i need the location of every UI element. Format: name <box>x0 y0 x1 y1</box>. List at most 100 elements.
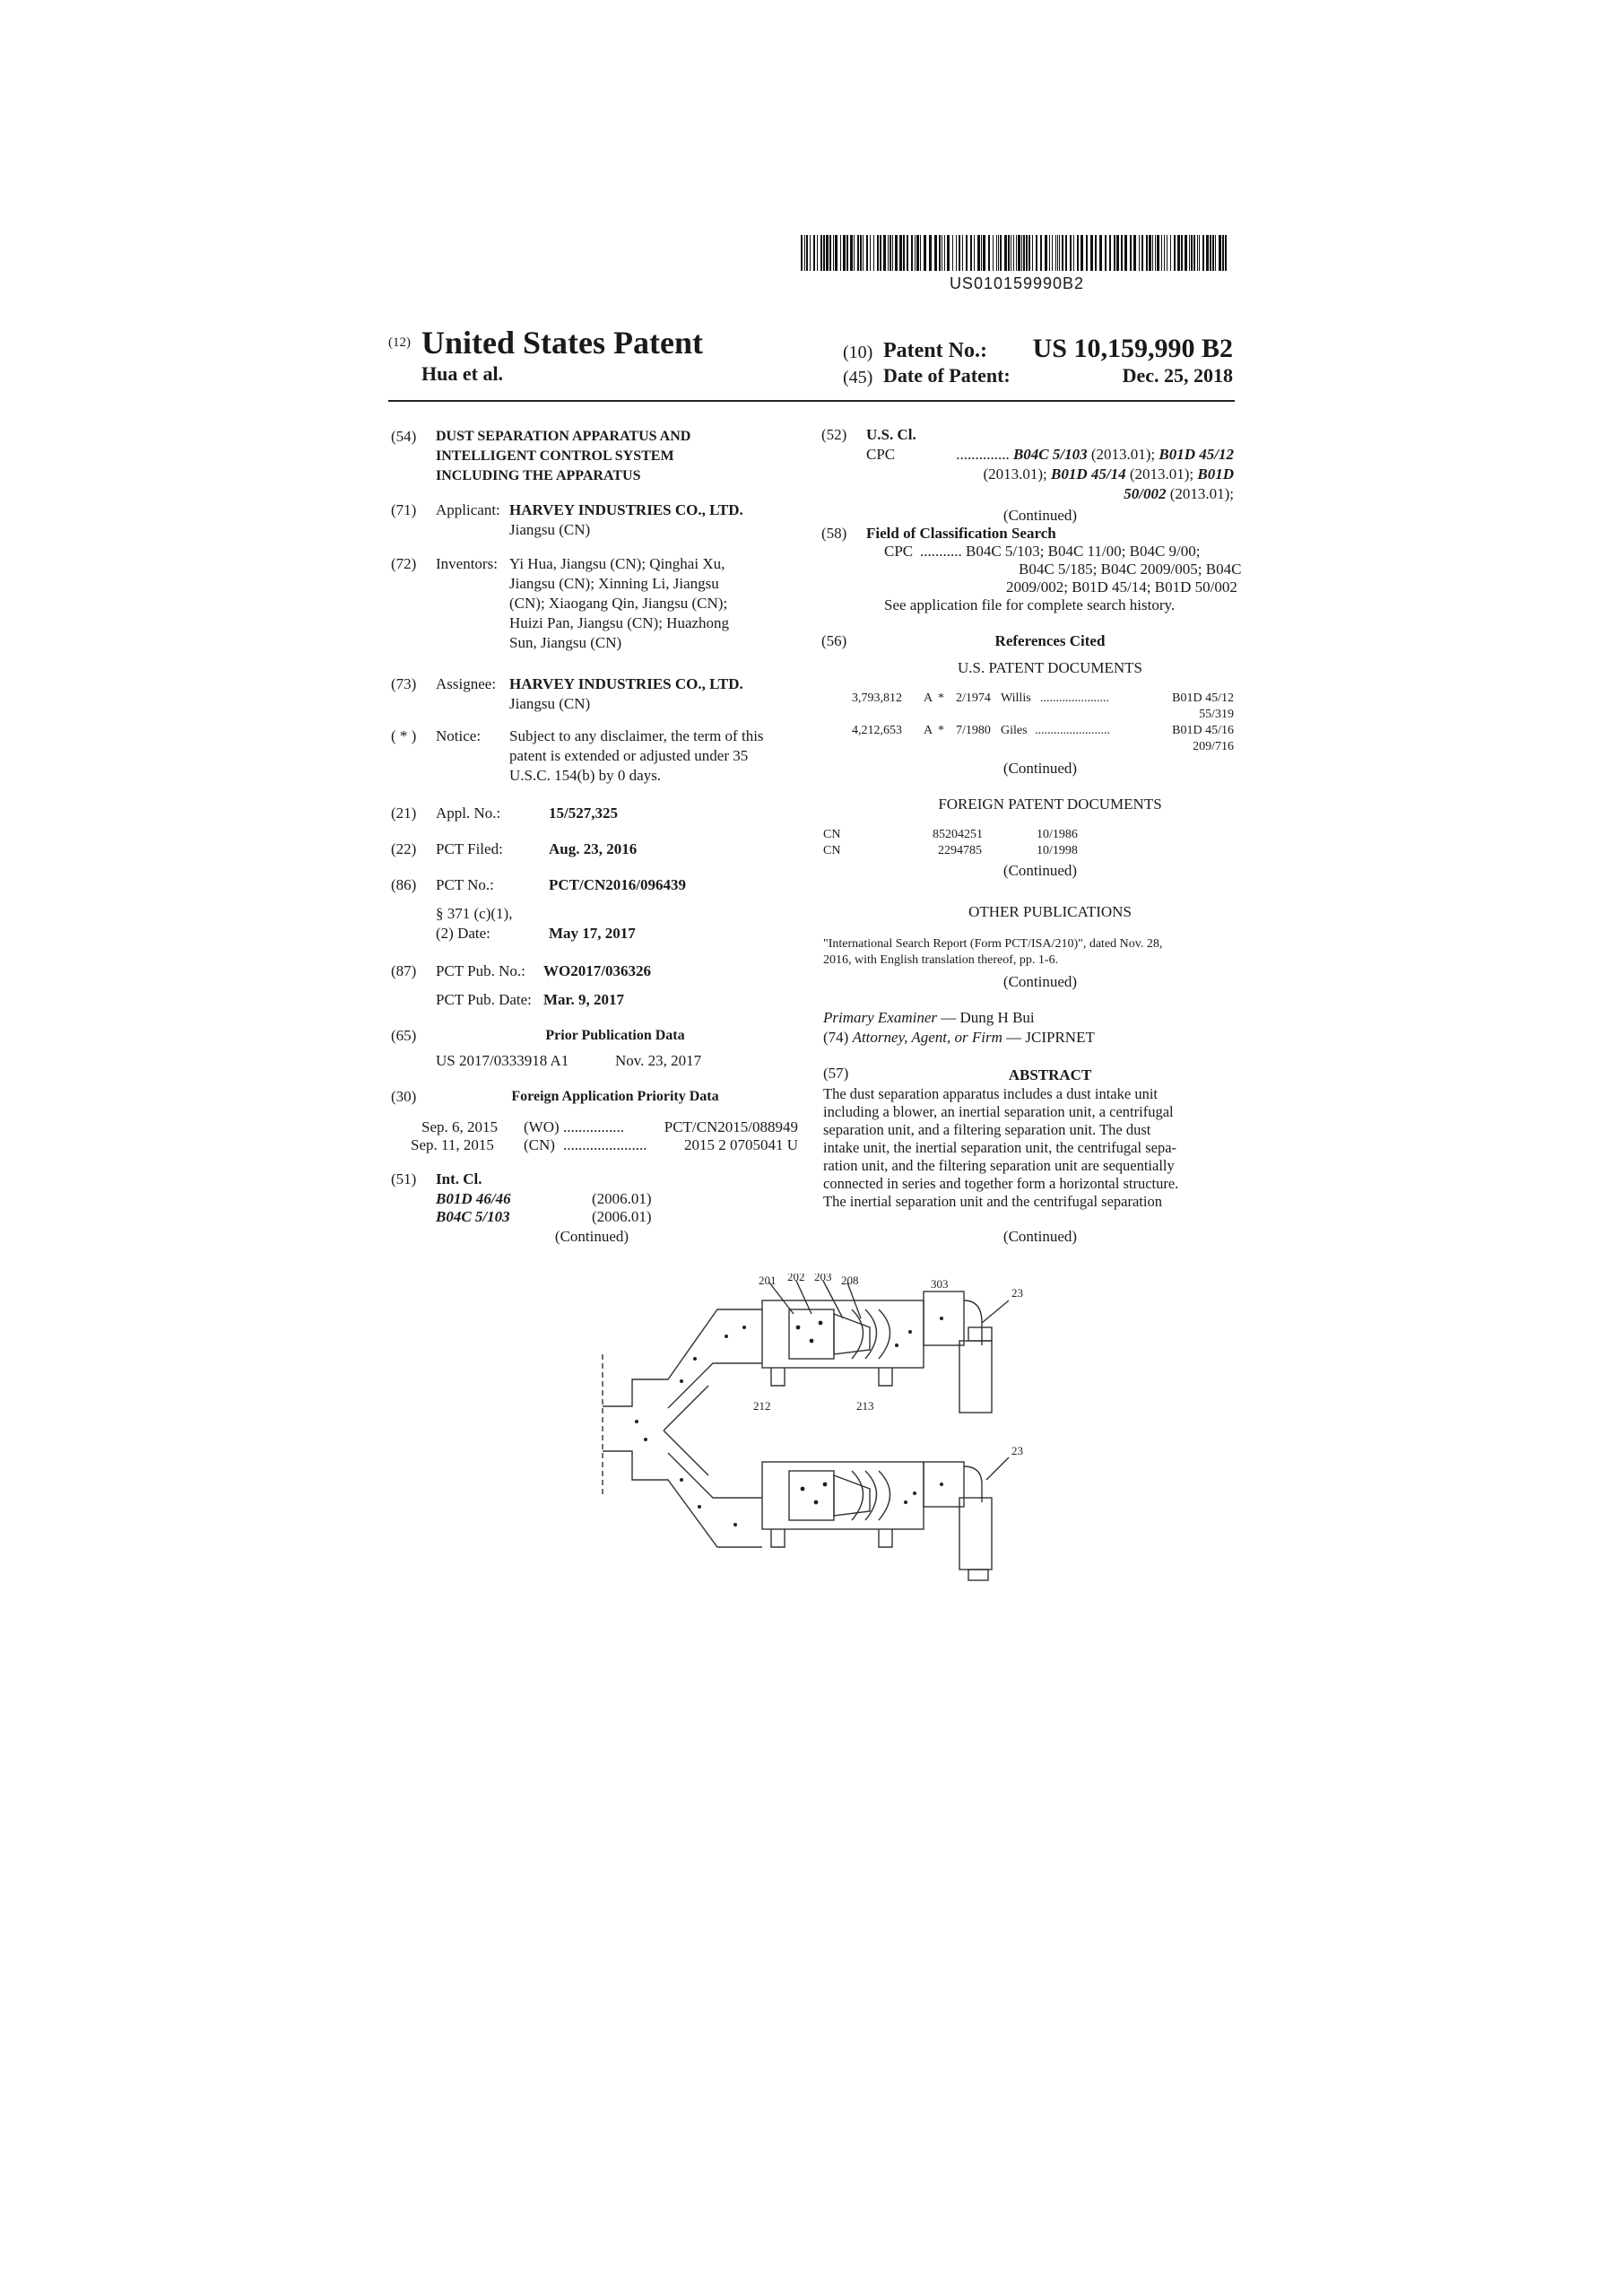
field-code-10: (10) <box>843 343 873 362</box>
prior-publication-date: Nov. 23, 2017 <box>615 1052 702 1069</box>
pct-no-label: PCT No.: <box>436 876 494 893</box>
us-ref-1-star: * <box>938 691 944 705</box>
barcode-bar <box>1073 235 1074 271</box>
us-cl-date-2: (2013.01); <box>983 465 1047 483</box>
barcode-bar <box>1032 235 1033 271</box>
field-52-num: (52) <box>821 426 847 443</box>
barcode-bar <box>1215 235 1216 271</box>
patent-number: US 10,159,990 B2 <box>1032 334 1233 363</box>
ref-203: 203 <box>814 1274 832 1283</box>
lower-separator-body <box>761 1461 924 1530</box>
barcode-bar <box>947 235 950 271</box>
barcode-bar <box>826 235 829 271</box>
barcode-bar <box>1181 235 1183 271</box>
field-86-num: (86) <box>391 876 417 893</box>
upper-outlet-duct <box>923 1291 965 1346</box>
barcode-bar <box>1028 235 1030 271</box>
upper-filter-unit <box>959 1340 993 1413</box>
foreign-ref-2-no: 2294785 <box>938 844 982 857</box>
barcode-bar <box>843 235 846 271</box>
assignee-location: Jiangsu (CN) <box>509 695 591 712</box>
us-cl-date-1: (2013.01); <box>1090 446 1156 463</box>
barcode-bar <box>1036 235 1037 271</box>
barcode-bar <box>1016 235 1017 271</box>
priority-number-1: PCT/CN2015/088949 <box>664 1118 798 1135</box>
other-publications-heading: OTHER PUBLICATIONS <box>968 903 1132 920</box>
barcode-bar <box>870 235 871 271</box>
us-ref-1-name: Willis <box>1001 691 1031 705</box>
barcode-bar <box>1212 235 1214 271</box>
barcode-bar <box>1149 235 1151 271</box>
us-cl-heading: U.S. Cl. <box>866 426 916 443</box>
abstract-line4: intake unit, the inertial separation uni… <box>823 1139 1177 1156</box>
field-search-line2: B04C 5/185; B04C 2009/005; B04C <box>1019 561 1242 578</box>
barcode-bar <box>857 235 859 271</box>
barcode-bar <box>959 235 960 271</box>
notice-label: Notice: <box>436 727 482 744</box>
barcode-bar <box>888 235 889 271</box>
barcode-bar <box>1130 235 1132 271</box>
barcode-bar <box>866 235 868 271</box>
lower-centrifugal-cone <box>833 1474 871 1517</box>
foreign-ref-1-no: 85204251 <box>933 828 983 841</box>
field-search-heading: Field of Classification Search <box>866 525 1056 542</box>
barcode-bar <box>1070 235 1072 271</box>
barcode-bar <box>934 235 937 271</box>
primary-examiner-name: Dung H Bui <box>959 1009 1035 1026</box>
barcode-bar <box>1189 235 1190 271</box>
field-56-num: (56) <box>821 632 847 649</box>
barcode-bar <box>952 235 953 271</box>
barcode-bar <box>823 235 825 271</box>
lower-hopper-1 <box>770 1529 785 1548</box>
barcode-bar <box>924 235 926 271</box>
barcode-bar <box>907 235 908 271</box>
barcode-bar <box>1021 235 1022 271</box>
splitter-lower <box>663 1430 709 1476</box>
barcode-bar <box>993 235 994 271</box>
barcode-bar <box>1121 235 1123 271</box>
pct-pub-no-label: PCT Pub. No.: <box>436 962 525 979</box>
appl-no-label: Appl. No.: <box>436 804 501 822</box>
foreign-ref-2-country: CN <box>823 844 841 857</box>
barcode-bar <box>1164 235 1165 271</box>
pct-filed-label: PCT Filed: <box>436 840 503 857</box>
barcode-bar <box>974 235 975 271</box>
date-of-patent: Dec. 25, 2018 <box>1122 364 1233 387</box>
field-65-num: (65) <box>391 1027 417 1044</box>
upper-vane-3 <box>878 1309 891 1360</box>
foreign-ref-2-date: 10/1998 <box>1037 844 1078 857</box>
priority-date-2: Sep. 11, 2015 <box>411 1136 494 1153</box>
barcode-bar <box>915 235 916 271</box>
inventors-line1: Yi Hua, Jiangsu (CN); Qinghai Xu, <box>509 555 725 572</box>
int-cl-year-1: (2006.01) <box>592 1190 652 1207</box>
lower-filter-base <box>968 1569 989 1581</box>
us-cl-code-4: B01D <box>1197 465 1234 483</box>
barcode-bar <box>829 235 831 271</box>
barcode-bar <box>981 235 982 271</box>
leader-201 <box>768 1282 794 1315</box>
priority-dots-1: ................ <box>563 1118 624 1135</box>
upper-branch-outline-top <box>603 1309 762 1407</box>
upper-separator-body <box>761 1300 924 1369</box>
lower-outlet-duct <box>923 1461 965 1508</box>
barcode-bar <box>970 235 972 271</box>
primary-examiner: Primary Examiner — Dung H Bui <box>823 1008 1035 1028</box>
barcode-bar <box>962 235 963 271</box>
lower-outlet-elbow <box>963 1465 983 1502</box>
leader-203 <box>822 1280 844 1319</box>
upper-hopper-2 <box>878 1368 893 1387</box>
prior-publication-number: US 2017/0333918 A1 <box>436 1052 569 1069</box>
barcode-bar <box>1155 235 1156 271</box>
ref-303: 303 <box>931 1277 949 1291</box>
barcode-bar <box>813 235 815 271</box>
pct-no-value: PCT/CN2016/096439 <box>549 876 686 893</box>
attorney: (74) Attorney, Agent, or Firm — JCIPRNET <box>823 1028 1095 1048</box>
barcode-bar <box>1026 235 1028 271</box>
barcode-bar <box>892 235 893 271</box>
inventors-line5: Sun, Jiangsu (CN) <box>509 634 622 651</box>
assignee-name: HARVEY INDUSTRIES CO., LTD. <box>509 675 743 692</box>
barcode-bar <box>880 235 881 271</box>
other-publication-line2: 2016, with English translation thereof, … <box>823 953 1059 967</box>
barcode-bar <box>1065 235 1067 271</box>
int-cl-continued: (Continued) <box>554 1228 629 1245</box>
